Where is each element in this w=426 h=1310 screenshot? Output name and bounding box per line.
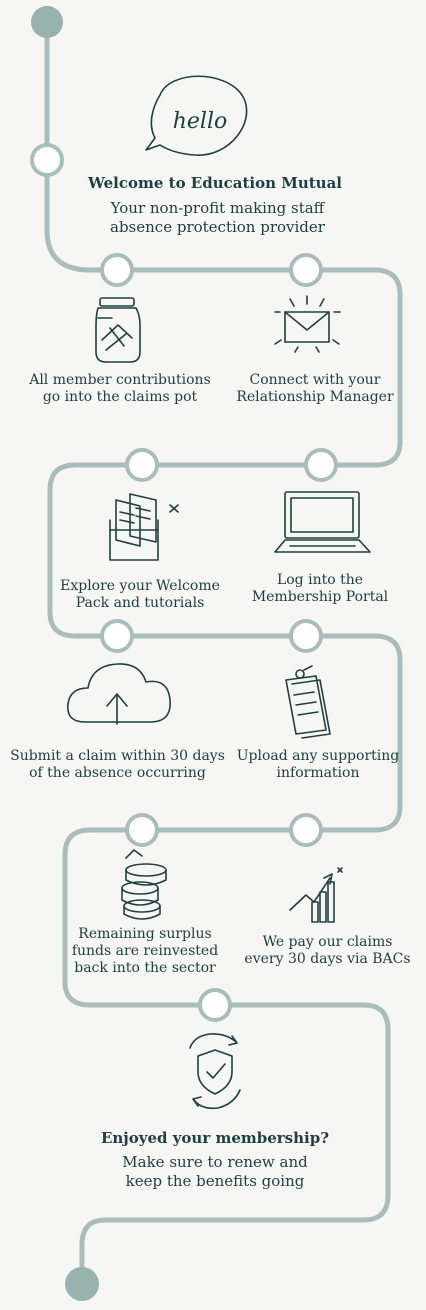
coin-stack-icon <box>121 849 167 920</box>
start-dot <box>31 6 63 38</box>
node-welcome <box>30 143 64 177</box>
envelope-icon <box>274 295 341 353</box>
document-folder-icon <box>109 493 179 561</box>
cloud-upload-icon <box>67 663 171 725</box>
svg-text:hello: hello <box>173 109 228 134</box>
end-dot <box>65 1267 99 1301</box>
node-step-6 <box>289 619 323 653</box>
node-step-1 <box>100 253 134 287</box>
journey-line <box>44 22 403 1284</box>
clipboard-papers-icon <box>285 665 331 739</box>
node-step-3 <box>125 448 159 482</box>
node-renew <box>198 988 232 1022</box>
growth-chart-icon <box>289 867 343 923</box>
laptop-icon <box>274 491 371 553</box>
renew-title: Enjoyed your membership? <box>100 1129 330 1147</box>
welcome-subtitle: Your non-profit making staff absence pro… <box>110 199 325 236</box>
node-step-5 <box>100 619 134 653</box>
node-step-2 <box>289 253 323 287</box>
node-step-8 <box>289 813 323 847</box>
hello-speech-bubble-icon: hello <box>145 75 248 156</box>
shield-renew-icon <box>189 1033 241 1110</box>
node-step-4 <box>304 448 338 482</box>
jar-of-money-icon <box>95 297 141 363</box>
renew-subtitle: Make sure to renew and keep the benefits… <box>122 1153 308 1190</box>
node-step-7 <box>125 813 159 847</box>
welcome-title: Welcome to Education Mutual <box>88 174 342 192</box>
